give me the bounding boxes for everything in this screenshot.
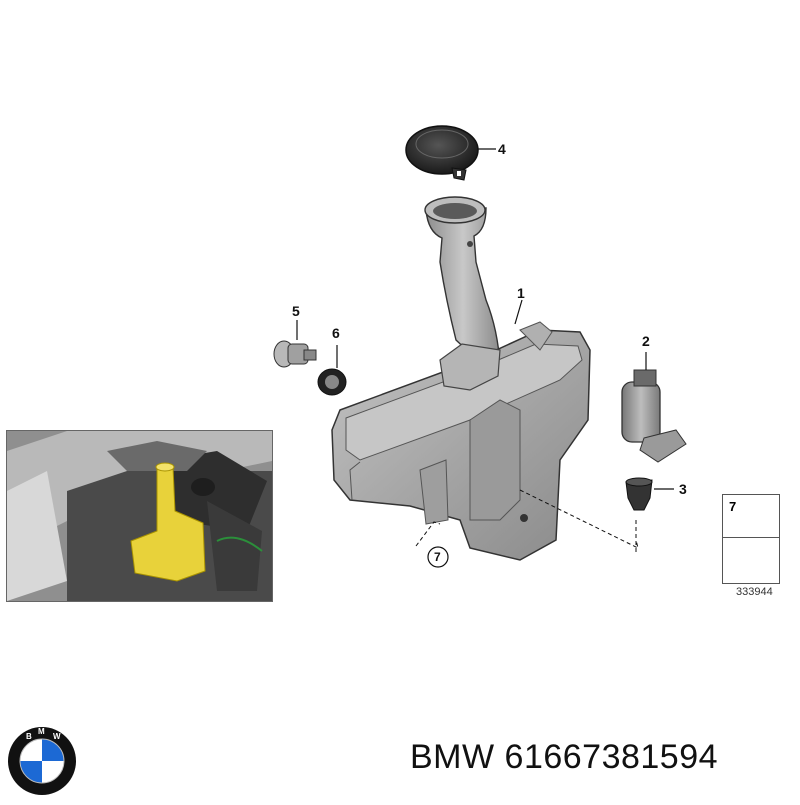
- bmw-logo: B M W: [4, 726, 80, 796]
- engine-bay-inset: [6, 430, 273, 602]
- callout-6: 6: [332, 325, 340, 341]
- seal-part-6: [317, 345, 347, 396]
- legend-label: 7: [729, 499, 737, 514]
- washer-tank-part-1: [331, 299, 591, 561]
- callout-4: 4: [498, 141, 506, 157]
- grommet-part-3: [625, 477, 674, 511]
- highlighted-tank-icon: [130, 462, 206, 582]
- cap-part-4: [405, 125, 496, 181]
- bmw-roundel-icon: B M W: [8, 727, 76, 795]
- callout-7: 7: [434, 550, 441, 564]
- svg-text:B: B: [26, 732, 32, 741]
- callout-5: 5: [292, 303, 300, 319]
- filler-neck: [424, 196, 501, 371]
- legend-box: 7: [722, 494, 780, 584]
- bolt-part-5: [273, 320, 317, 368]
- callout-3: 3: [679, 481, 687, 497]
- callout-2: 2: [642, 333, 650, 349]
- engine-bay-illustration: [7, 431, 272, 601]
- legend-divider: [723, 537, 779, 538]
- callout-1: 1: [517, 285, 525, 301]
- pump-part-2: [621, 352, 687, 463]
- diagram-ref-number: 333944: [736, 586, 773, 598]
- svg-text:M: M: [38, 727, 45, 736]
- part-number-caption: BMW 61667381594: [410, 738, 719, 776]
- dashed-leaders: [415, 489, 639, 568]
- svg-text:W: W: [53, 732, 61, 741]
